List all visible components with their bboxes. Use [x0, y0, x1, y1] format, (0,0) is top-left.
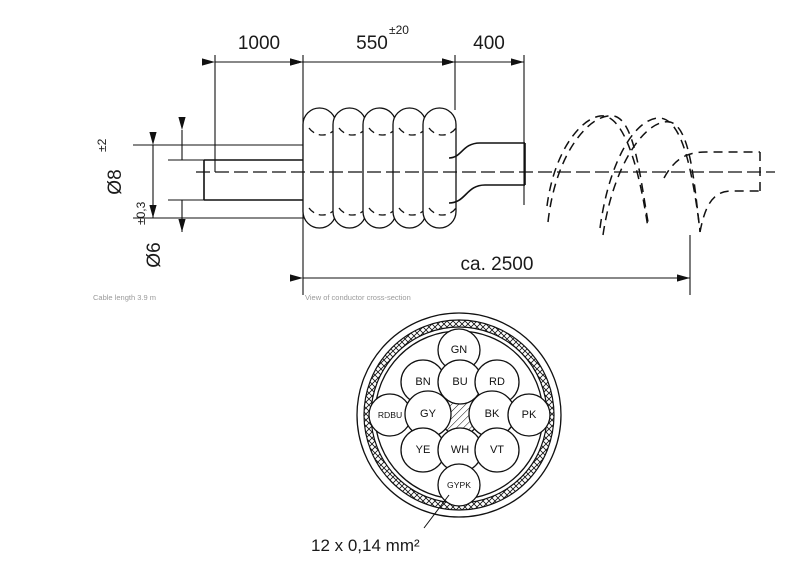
coil-turn — [332, 107, 367, 229]
dim-label-diameter-outer-tolerance: ±2 — [95, 138, 109, 152]
conductor-label: BU — [452, 376, 467, 388]
conductor-label: WH — [451, 444, 469, 456]
conductor-label: PK — [522, 409, 537, 421]
conductor-label: RDBU — [378, 410, 402, 420]
conductor-label: BK — [485, 408, 500, 420]
conductor-label: RD — [489, 376, 505, 388]
conductor: GY — [404, 390, 452, 438]
conductor: YE — [400, 427, 446, 473]
spec-leader-line — [423, 494, 450, 529]
overall-dimension: ca. 2500 — [290, 235, 691, 295]
top-dimension-chain: 1000 550 ±20 400 — [202, 23, 525, 295]
conductor: PK — [507, 393, 551, 437]
coil-turn — [422, 107, 457, 229]
dim-label-segment-right: 400 — [473, 33, 505, 54]
outer-jacket-circle — [356, 312, 562, 518]
exit-flare-top — [448, 142, 525, 159]
cable-cross-section: GN BN BU RD RDBU GY BK PK YE — [311, 312, 562, 555]
conductor: WH — [437, 427, 483, 473]
caption-cross-section-view: View of conductor cross-section — [305, 293, 411, 302]
stretched-spring-phantom — [546, 115, 761, 236]
conductor: GYPK — [437, 463, 481, 507]
spring-tail-top — [663, 151, 760, 179]
diameter-dimensions: Ø8 ±2 Ø6 ±0,3 — [95, 117, 205, 268]
dim-label-diameter-inner: Ø6 — [144, 242, 165, 267]
coil-turn — [362, 107, 397, 229]
coil-turn — [392, 107, 427, 229]
dim-label-overall: ca. 2500 — [461, 254, 534, 275]
conductor-label: BN — [415, 376, 430, 388]
conductor-label: VT — [490, 444, 504, 456]
cable-right-lead — [448, 142, 526, 204]
conductor-spec-label: 12 x 0,14 mm² — [311, 536, 420, 555]
caption-cable-length: Cable length 3.9 m — [93, 293, 156, 302]
spring-tail-bottom — [699, 190, 760, 233]
dim-label-diameter-outer: Ø8 — [105, 169, 126, 194]
conductor: VT — [474, 427, 520, 473]
conductor-label: GYPK — [447, 480, 471, 490]
dim-label-diameter-inner-tolerance: ±0,3 — [134, 201, 148, 225]
dim-label-segment-left: 1000 — [238, 33, 280, 54]
dim-label-segment-coil: 550 — [356, 33, 388, 54]
exit-flare-bottom — [448, 184, 525, 204]
conductor-label: GN — [451, 344, 468, 356]
cable-coil-section — [302, 107, 457, 229]
coil-turn — [302, 107, 337, 229]
conductor-label: YE — [416, 444, 431, 456]
conductor-label: GY — [420, 408, 437, 420]
dim-label-segment-coil-tolerance: ±20 — [389, 23, 409, 37]
